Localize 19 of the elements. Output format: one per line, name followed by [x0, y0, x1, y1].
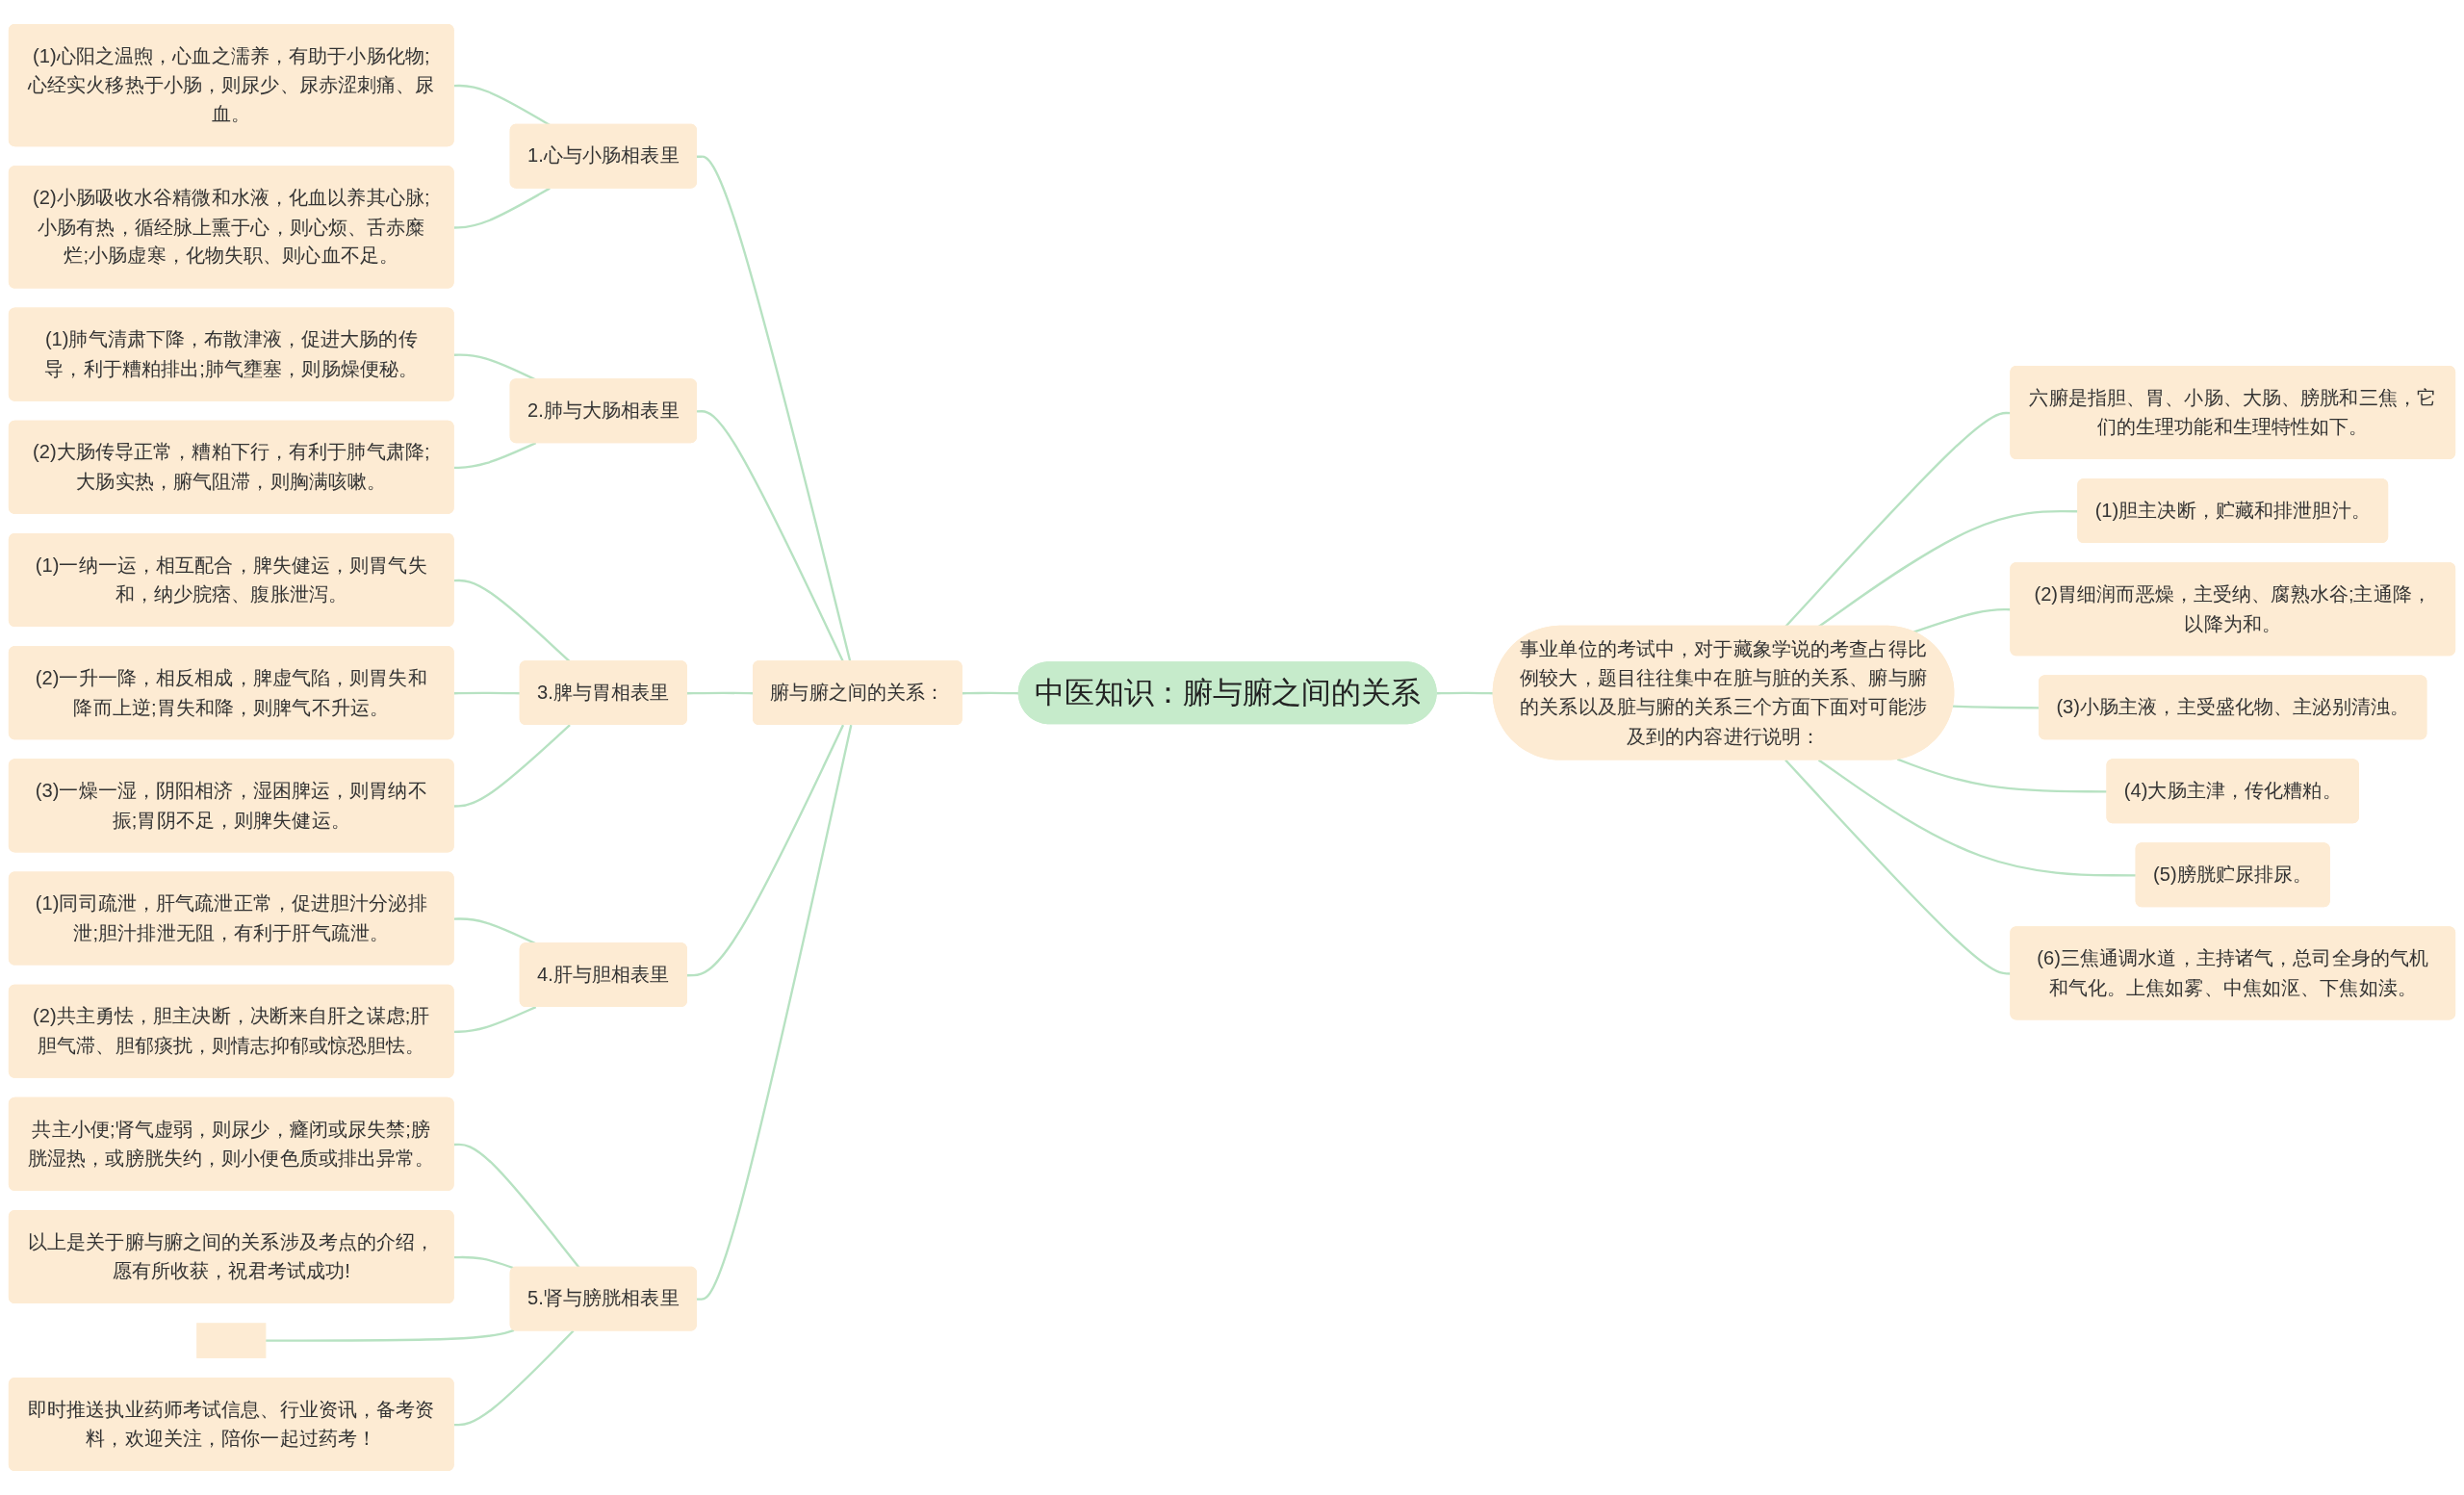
connector: [453, 442, 537, 470]
connector: [453, 1006, 537, 1033]
connector: [453, 724, 571, 808]
connector: [697, 410, 845, 662]
connector: [1436, 691, 1494, 695]
connector: [265, 1328, 515, 1342]
connector: [696, 724, 853, 1301]
connector: [962, 691, 1019, 695]
connector: [697, 155, 852, 662]
connector: [453, 1143, 580, 1269]
connector: [453, 187, 551, 229]
connector: [1896, 758, 2108, 793]
node-box: [196, 1323, 267, 1358]
connector: [1817, 759, 2137, 877]
connector: [453, 691, 521, 695]
connector: [453, 1329, 575, 1427]
connector: [453, 1255, 515, 1270]
connector: [453, 84, 551, 126]
connector: [686, 724, 845, 977]
